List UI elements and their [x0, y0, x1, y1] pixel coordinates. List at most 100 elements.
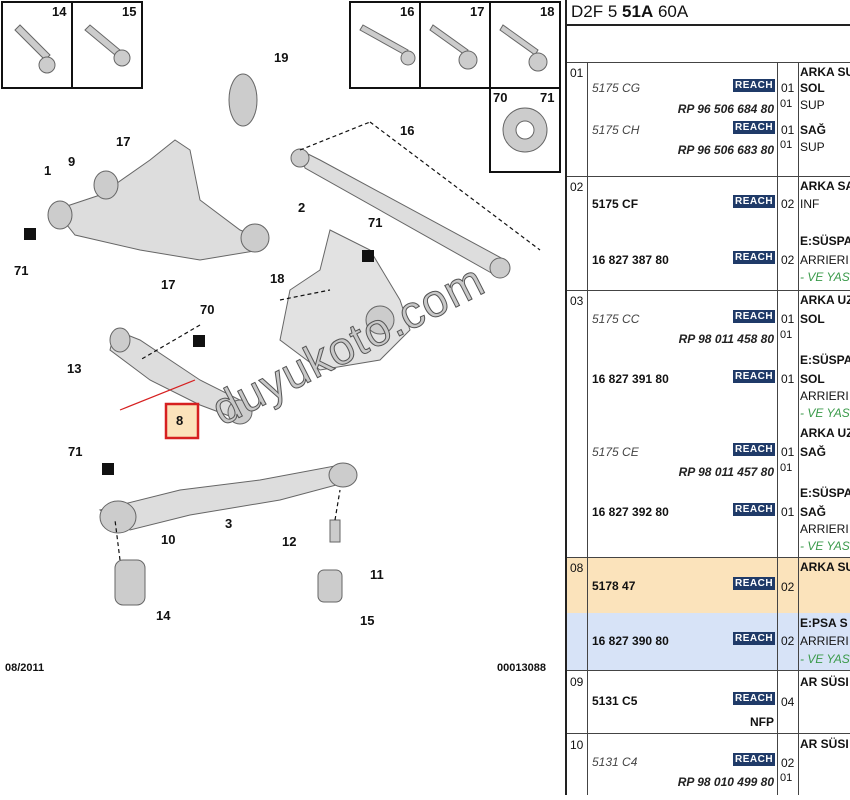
diagram-date: 08/2011 — [5, 662, 45, 674]
label-15: 15 — [122, 4, 137, 19]
qty: 01 — [781, 372, 795, 386]
row-number: 08 — [570, 561, 584, 575]
reach-badge: REACH — [733, 503, 776, 516]
part-ref[interactable]: 5131 C4 — [592, 755, 638, 769]
note: - VE YAS — [800, 270, 850, 284]
qty: 01 — [781, 445, 795, 459]
desc: ARRIERI — [800, 522, 849, 536]
qty: 02 — [781, 580, 795, 594]
part-ref[interactable]: 16 827 387 80 — [592, 253, 669, 267]
part-box-70-71 — [489, 87, 561, 173]
part-ref[interactable]: 5178 47 — [592, 579, 636, 593]
desc: ARRIERI — [800, 389, 849, 403]
desc: E:SÜSPA — [800, 353, 850, 367]
title-prefix: D2F 5 — [571, 2, 623, 21]
desc: SAĞ — [800, 123, 827, 137]
desc: ARKA UZ — [800, 426, 850, 440]
row-number: 03 — [570, 294, 584, 308]
desc: E:PSA S — [800, 616, 848, 630]
nfp-label: NFP — [750, 715, 774, 729]
reach-badge: REACH — [733, 251, 776, 264]
part-box-15 — [71, 1, 143, 89]
desc: SUP — [800, 140, 825, 154]
qty: 01 — [780, 329, 793, 341]
reach-badge: REACH — [733, 310, 776, 323]
qty: 01 — [780, 139, 793, 151]
label-11: 11 — [370, 567, 384, 582]
table-title: D2F 5 51A 60A — [571, 2, 688, 22]
label-10: 10 — [161, 532, 176, 547]
desc: ARKA UZ — [800, 293, 850, 307]
row-number: 02 — [570, 180, 584, 194]
desc: SAĞ — [800, 505, 827, 519]
desc: SUP — [800, 98, 825, 112]
qty: 01 — [781, 81, 795, 95]
label-18: 18 — [540, 4, 555, 19]
row-08b-highlight[interactable] — [567, 613, 850, 670]
part-ref[interactable]: 5131 C5 — [592, 694, 638, 708]
qty: 01 — [781, 123, 795, 137]
qty: 02 — [781, 197, 795, 211]
reach-badge: REACH — [733, 753, 776, 766]
reach-badge: REACH — [733, 195, 776, 208]
label-16: 16 — [400, 4, 415, 19]
part-ref[interactable]: RP 98 010 499 80 — [677, 775, 774, 789]
title-suffix: 60A — [653, 2, 689, 21]
label-8[interactable]: 8 — [176, 413, 184, 428]
desc: SOL — [800, 312, 825, 326]
qty: 02 — [781, 253, 795, 267]
label-18b: 18 — [270, 271, 285, 286]
label-17c: 17 — [161, 277, 176, 292]
label-12: 12 — [282, 534, 297, 549]
row-08-highlight[interactable] — [567, 557, 850, 613]
desc: ARKA SU — [800, 65, 850, 79]
label-71b: 71 — [368, 215, 383, 230]
part-ref[interactable]: 5175 CF — [592, 197, 639, 211]
qty: 04 — [781, 695, 795, 709]
desc: AR SÜSI — [800, 675, 849, 689]
part-ref[interactable]: RP 96 506 683 80 — [677, 143, 774, 157]
desc: SAĞ — [800, 445, 827, 459]
part-ref[interactable]: RP 98 011 458 80 — [678, 332, 774, 346]
note: - VE YAS — [800, 652, 850, 666]
label-71c: 71 — [14, 263, 29, 278]
diagram-code: 00013088 — [497, 662, 546, 674]
part-ref[interactable]: RP 96 506 684 80 — [677, 102, 774, 116]
label-14: 14 — [52, 4, 67, 19]
reach-badge: REACH — [733, 443, 776, 456]
desc: ARRIERI — [800, 253, 849, 267]
part-ref[interactable]: 16 827 390 80 — [592, 634, 669, 648]
part-ref[interactable]: 5175 CC — [592, 312, 640, 326]
desc: ARKA SA — [800, 179, 850, 193]
part-ref[interactable]: 16 827 392 80 — [592, 505, 669, 519]
desc: AR SÜSI — [800, 737, 849, 751]
label-16b: 16 — [400, 123, 415, 138]
label-19: 19 — [274, 50, 289, 65]
part-ref[interactable]: 5175 CH — [592, 123, 640, 137]
reach-badge: REACH — [733, 370, 776, 383]
reach-badge: REACH — [733, 121, 776, 134]
label-70: 70 — [493, 90, 508, 105]
qty: 01 — [780, 98, 793, 110]
label-71d: 71 — [68, 444, 83, 459]
label-14b: 14 — [156, 608, 171, 623]
part-ref[interactable]: 5175 CG — [592, 81, 641, 95]
part-ref[interactable]: 16 827 391 80 — [592, 372, 669, 386]
row-number: 10 — [570, 738, 584, 752]
reach-badge: REACH — [733, 632, 776, 645]
label-2: 2 — [298, 200, 306, 215]
desc: E:SÜSPA — [800, 486, 850, 500]
label-1: 1 — [44, 163, 52, 178]
reach-badge: REACH — [733, 577, 776, 590]
part-ref[interactable]: 5175 CE — [592, 445, 639, 459]
title-bold: 51A — [622, 2, 654, 21]
qty: 02 — [781, 756, 795, 770]
qty: 01 — [780, 462, 793, 474]
qty: 01 — [781, 505, 795, 519]
qty: 02 — [781, 634, 795, 648]
part-ref[interactable]: RP 98 011 457 80 — [678, 465, 774, 479]
desc: INF — [800, 197, 820, 211]
row-number: 09 — [570, 675, 584, 689]
reach-badge: REACH — [733, 692, 776, 705]
label-17: 17 — [470, 4, 485, 19]
